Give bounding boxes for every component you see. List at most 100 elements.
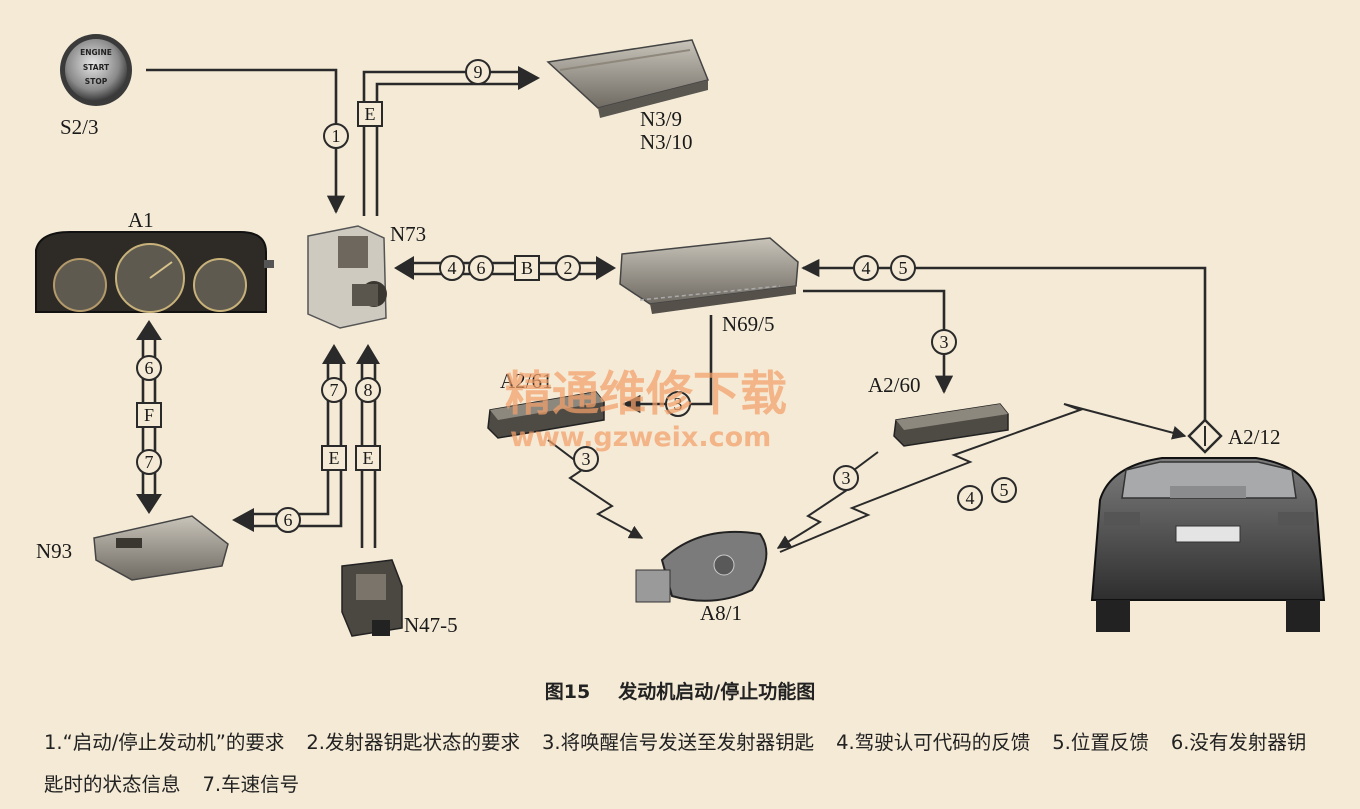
svg-text:3: 3 bbox=[940, 332, 949, 352]
watermark-url: www.gzweix.com bbox=[510, 422, 771, 453]
number-markers: 1 9 4 6 2 4 5 3 3 6 7 7 8 6 3 3 4 5 bbox=[136, 59, 1017, 533]
marker-5-a212: 5 bbox=[890, 255, 916, 281]
label-n3-10: N3/10 bbox=[640, 130, 693, 154]
marker-3-radio-a260: 3 bbox=[833, 465, 859, 491]
svg-text:E: E bbox=[365, 104, 376, 124]
marker-4-radio: 4 bbox=[957, 485, 983, 511]
n69-5-control-unit bbox=[619, 237, 799, 314]
radio-a260-to-key bbox=[776, 451, 879, 549]
label-a2-12: A2/12 bbox=[1228, 425, 1281, 449]
svg-text:5: 5 bbox=[899, 258, 908, 278]
radio-key-to-a212 bbox=[779, 403, 1187, 553]
svg-text:7: 7 bbox=[330, 380, 339, 400]
label-n47-5: N47-5 bbox=[404, 613, 458, 637]
line-n695-to-a261 bbox=[622, 315, 713, 414]
svg-text:E: E bbox=[329, 448, 340, 468]
legend-item-1: 1.“启动/停止发动机”的要求 bbox=[44, 731, 285, 754]
label-a2-60: A2/60 bbox=[868, 373, 921, 397]
svg-text:8: 8 bbox=[364, 380, 373, 400]
n47-5-module bbox=[341, 559, 403, 637]
marker-8: 8 bbox=[355, 377, 381, 403]
svg-text:F: F bbox=[144, 405, 154, 425]
marker-5-radio: 5 bbox=[991, 477, 1017, 503]
marker-1: 1 bbox=[323, 123, 349, 149]
label-n69-5: N69/5 bbox=[722, 312, 775, 336]
svg-text:3: 3 bbox=[842, 468, 851, 488]
marker-9: 9 bbox=[465, 59, 491, 85]
marker-6-n73: 6 bbox=[468, 255, 494, 281]
a8-1-transmitter-key bbox=[635, 530, 768, 603]
marker-4-a212: 4 bbox=[853, 255, 879, 281]
arrow-to-n73 bbox=[394, 256, 414, 280]
marker-3-a261: 3 bbox=[665, 391, 691, 417]
svg-text:3: 3 bbox=[582, 449, 591, 469]
marker-3-a260: 3 bbox=[931, 329, 957, 355]
figure-number: 图15 bbox=[544, 681, 591, 703]
figure-legend: 1.“启动/停止发动机”的要求 2.发射器钥匙状态的要求 3.将唤醒信号发送至发射器… bbox=[44, 722, 1324, 806]
instrument-cluster bbox=[35, 231, 274, 313]
marker-2: 2 bbox=[555, 255, 581, 281]
bus-label-b: B bbox=[514, 255, 540, 281]
bus-label-e-7: E bbox=[321, 445, 347, 471]
legend-item-2: 2.发射器钥匙状态的要求 bbox=[306, 731, 520, 754]
a2-61-antenna bbox=[487, 391, 605, 439]
svg-text:E: E bbox=[363, 448, 374, 468]
car-rear-view bbox=[1090, 457, 1326, 632]
svg-text:6: 6 bbox=[477, 258, 486, 278]
a2-12-antenna-symbol bbox=[1187, 418, 1223, 454]
label-n93: N93 bbox=[36, 539, 72, 563]
start-stop-button: ENGINE START STOP bbox=[60, 34, 132, 106]
label-a1: A1 bbox=[128, 208, 154, 232]
marker-7-a1: 7 bbox=[136, 449, 162, 475]
svg-text:4: 4 bbox=[448, 258, 457, 278]
arrow-to-a1 bbox=[136, 320, 162, 340]
label-a2-61: A2/61 bbox=[500, 369, 553, 393]
watermark-cn: 精通维修下载 bbox=[505, 367, 787, 422]
legend-item-5: 5.位置反馈 bbox=[1052, 731, 1149, 754]
bus-label-f: F bbox=[136, 402, 162, 428]
marker-6-n93: 6 bbox=[275, 507, 301, 533]
engine-start-stop-diagram: ENGINE START STOP bbox=[35, 34, 1326, 637]
bus-label-e-8: E bbox=[355, 445, 381, 471]
arrow-6-to-n93 bbox=[232, 508, 254, 532]
legend-item-6: 6.没有发射器钥匙时的状态信息 bbox=[44, 731, 1307, 796]
figure-caption: 图15 发动机启动/停止功能图 bbox=[0, 677, 1360, 704]
legend-item-3: 3.将唤醒信号发送至发射器钥匙 bbox=[542, 731, 815, 754]
component-labels: S2/3 N3/9 N3/10 A1 N73 N69/5 A2/61 A2/60… bbox=[36, 107, 1281, 637]
arrow-8-to-n73 bbox=[356, 344, 380, 364]
svg-text:B: B bbox=[521, 258, 533, 278]
line-n73-to-n39-b bbox=[375, 82, 520, 216]
n73-ezs-module bbox=[307, 225, 387, 329]
button-text-stop: STOP bbox=[85, 77, 108, 86]
n3-9-ecu bbox=[546, 39, 710, 118]
line-a212-to-n695 bbox=[801, 258, 1207, 425]
line-n73-to-n39-a bbox=[362, 70, 520, 216]
legend-item-4: 4.驾驶认可代码的反馈 bbox=[836, 731, 1031, 754]
arrow-to-n39 bbox=[518, 66, 540, 90]
svg-text:6: 6 bbox=[145, 358, 154, 378]
svg-text:9: 9 bbox=[474, 62, 483, 82]
figure-title: 发动机启动/停止功能图 bbox=[618, 681, 816, 703]
svg-text:7: 7 bbox=[145, 452, 154, 472]
button-text-start: START bbox=[83, 63, 110, 72]
marker-3-radio-a261: 3 bbox=[573, 446, 599, 472]
label-n73: N73 bbox=[390, 222, 426, 246]
legend-item-7: 7.车速信号 bbox=[202, 773, 300, 796]
svg-text:6: 6 bbox=[284, 510, 293, 530]
line-s23-to-n73 bbox=[146, 68, 346, 214]
arrow-to-n695 bbox=[596, 256, 616, 280]
button-text-engine: ENGINE bbox=[80, 48, 112, 57]
arrow-to-n93 bbox=[136, 494, 162, 514]
label-s2-3: S2/3 bbox=[60, 115, 99, 139]
marker-4-n73: 4 bbox=[439, 255, 465, 281]
bus-labels: E B F E E bbox=[136, 101, 540, 471]
svg-text:1: 1 bbox=[332, 126, 341, 146]
a2-60-antenna bbox=[893, 403, 1009, 447]
arrow-7-to-n73 bbox=[322, 344, 346, 364]
label-a8-1: A8/1 bbox=[700, 601, 742, 625]
svg-text:2: 2 bbox=[564, 258, 573, 278]
bus-label-e-top: E bbox=[357, 101, 383, 127]
line-n695-to-a260 bbox=[803, 289, 954, 394]
watermark: 精通维修下载 www.gzweix.com bbox=[505, 367, 787, 453]
n93-module bbox=[93, 515, 229, 581]
